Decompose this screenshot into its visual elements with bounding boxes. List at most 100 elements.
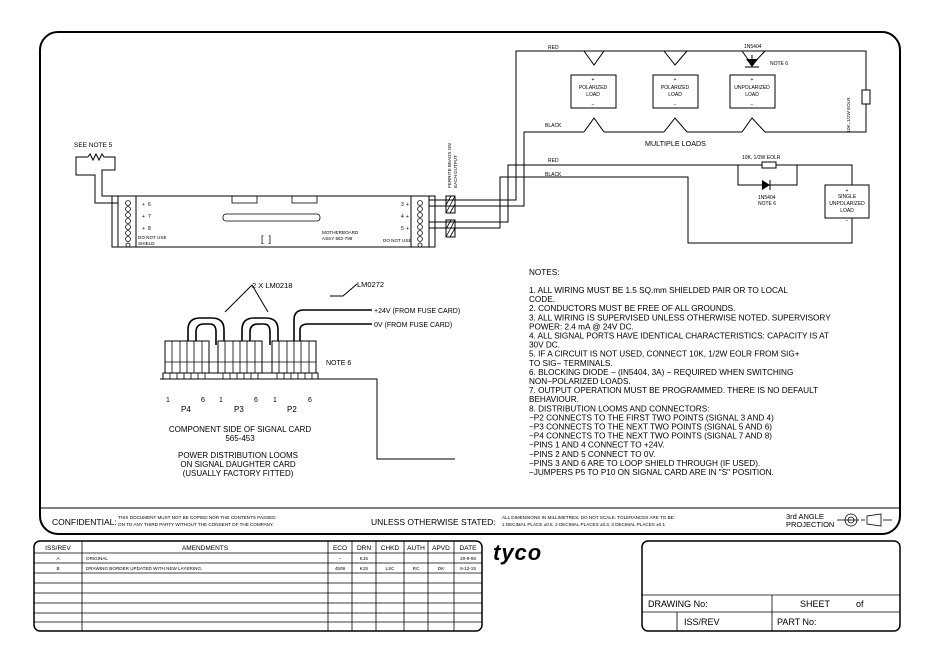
terminal-screws [125,200,423,248]
svg-text:4509: 4509 [335,566,346,571]
svg-text:2 X LM0218: 2 X LM0218 [252,281,292,290]
tyco-logo: tyco [493,540,542,565]
note-line: NON−POLARIZED LOADS. [529,377,631,386]
svg-text:7: 7 [148,214,151,220]
svg-text:+: + [674,77,677,83]
notes-lines: 1. ALL WIRING MUST BE 1.5 SQ.mm SHIELDED… [529,286,831,477]
svg-text:+: + [406,214,409,220]
part-no-label: PART No: [777,617,817,627]
eolr-vertical-label: 10K, 1/2W EOLR [846,97,851,133]
note-line: 1. ALL WIRING MUST BE 1.5 SQ.mm SHIELDED… [529,286,788,295]
svg-text:A: A [56,556,60,561]
note-line: −P3 CONNECTS TO THE NEXT TWO POINTS (SIG… [529,423,772,432]
diode-bottom-note: NOTE 6 [758,201,776,207]
svg-text:DK: DK [438,566,445,571]
svg-text:CHKD: CHKD [381,545,400,552]
polarized-load-2 [652,74,699,109]
ferrite-beads: FERRITE BEADS ON EACH OUTPUT [429,143,473,238]
svg-text:+: + [142,202,145,208]
p3-label: P3 [234,405,244,414]
mid-red-wire [473,164,853,223]
note-line: −PINS 1 AND 4 CONNECT TO +24V. [529,441,665,450]
svg-text:DRAWING BORDER UPDATED WITH NE: DRAWING BORDER UPDATED WITH NEW LAYERING… [86,566,202,571]
svg-text:1 DECIMAL PLACE ±0.5, 2 DECIMA: 1 DECIMAL PLACE ±0.5, 2 DECIMAL PLACES ±… [502,522,665,527]
eolr-resistor-horizontal [761,161,777,169]
top-red-wire [473,50,867,201]
top-red-label: RED [548,45,559,51]
single-load-circuit: RED BLACK 10K, 1/2W EOLR 1N5404 NOTE 6 +… [473,155,870,244]
board-slot [222,213,321,222]
svg-text:−: − [751,102,754,108]
svg-text:PROJECTION: PROJECTION [786,520,834,529]
svg-text:565-453: 565-453 [225,434,255,443]
svg-text:+24V (FROM FUSE CARD): +24V (FROM FUSE CARD) [374,308,460,315]
signal-card-edge [160,378,455,460]
svg-text:THIS DOCUMENT MUST NOT BE COPI: THIS DOCUMENT MUST NOT BE COPIED NOR THE… [118,515,276,520]
svg-text:SINGLE: SINGLE [838,194,857,200]
svg-text:EACH OUTPUT: EACH OUTPUT [453,155,458,188]
diode-top-icon [746,59,758,67]
svg-text:POLARIZED: POLARIZED [579,85,608,91]
eolr-horizontal-label: 10K, 1/2W EOLR [742,155,781,161]
diode-bottom-label: 1N5404 [758,195,776,201]
svg-text:DO NOT USE: DO NOT USE [383,238,412,243]
motherboard: [ ] MOTHERBOARD ASSY 562-799 + 6 + 7 + 8… [111,195,436,248]
polarized-load-1 [570,74,617,109]
motherboard-outline [111,195,436,248]
eolr-resistor-vertical [861,89,871,105]
note-line: POWER: 2.4 mA @ 24V DC. [529,322,634,331]
multiple-loads-label: MULTIPLE LOADS [645,139,706,148]
svg-text:+: + [142,214,145,220]
svg-text:5: 5 [401,226,404,232]
svg-text:6: 6 [308,397,312,404]
note-line: CODE. [529,295,555,304]
svg-text:POWER DISTRIBUTION LOOMS: POWER DISTRIBUTION LOOMS [178,451,298,460]
svg-text:20-9-06: 20-9-06 [460,556,476,561]
board-bracket: [ ] [261,234,271,244]
board-connector-1 [231,195,258,204]
svg-text:−: − [674,102,677,108]
top-black-wire [473,131,584,207]
svg-text:KJS: KJS [360,566,368,571]
svg-text:3rd ANGLE: 3rd ANGLE [786,512,824,521]
see-note-5-resistor: SEE NOTE 5 [74,142,118,204]
sheet-of-label: of [856,599,864,609]
svg-text:ALL DIMENSIONS IN MILLIMETRES.: ALL DIMENSIONS IN MILLIMETRES. DO NOT SC… [502,515,675,520]
motherboard-left-terminals [117,195,137,248]
single-unpolarized-load [824,184,870,219]
notes-title: NOTES: [529,268,559,277]
svg-text:(USUALLY FACTORY FITTED): (USUALLY FACTORY FITTED) [183,469,294,478]
diode-bottom-icon [762,180,770,190]
note-line: 2. CONDUCTORS MUST BE FREE OF ALL GROUND… [529,304,735,313]
svg-text:ORIGINAL: ORIGINAL [86,556,108,561]
svg-text:6: 6 [254,397,258,404]
svg-text:UNPOLARIZED: UNPOLARIZED [829,201,865,207]
note-line: 5. IF A CIRCUIT IS NOT USED, CONNECT 10K… [529,350,800,359]
drawing-no-label: DRAWING No: [648,599,708,609]
svg-text:+: + [406,226,409,232]
svg-text:MOTHERBOARD: MOTHERBOARD [322,230,359,235]
svg-text:8: 8 [148,226,151,232]
svg-text:NOTE 6: NOTE 6 [326,360,351,367]
svg-text:AMENDMENTS: AMENDMENTS [182,545,229,552]
multiple-loads-circuit: RED BLACK 10K, 1/2W EOLR 1N5404 NOTE 6 P… [473,44,871,207]
svg-text:ON SIGNAL DAUGHTER CARD: ON SIGNAL DAUGHTER CARD [180,460,295,469]
mid-black-label: BLACK [545,172,562,178]
svg-text:KJS: KJS [360,556,368,561]
diode-top-note: NOTE 6 [770,61,788,67]
note-line: BEHAVIOUR. [529,395,579,404]
note-line: 8. DISTRIBUTION LOOMS AND CONNECTORS: [529,404,709,413]
svg-text:3: 3 [401,202,404,208]
svg-text:LOAD: LOAD [745,92,759,98]
svg-text:6: 6 [201,397,205,404]
svg-text:DATE: DATE [460,545,478,552]
svg-text:−: − [339,556,342,561]
mid-red-label: RED [548,158,559,164]
svg-text:UNPOLARIZED: UNPOLARIZED [734,85,770,91]
svg-text:+: + [751,77,754,83]
footer-strip: CONFIDENTIAL: THIS DOCUMENT MUST NOT BE … [52,512,892,529]
amendments-table: ISS/REV AMENDMENTS ECO DRN CHKD AUTH APV… [33,540,483,632]
svg-text:+: + [406,202,409,208]
note-line: 30V DC. [529,341,560,350]
